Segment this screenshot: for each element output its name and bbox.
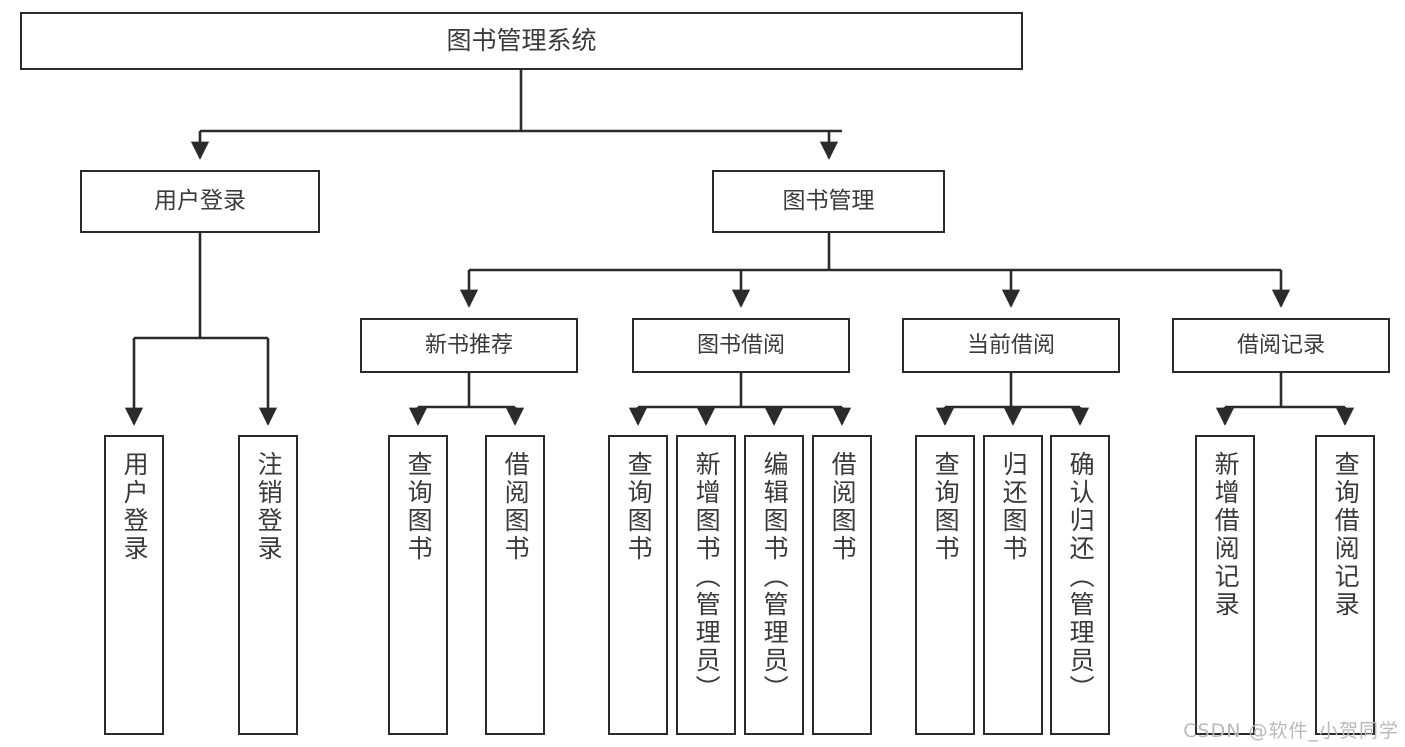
node-label: 图书借阅 (696, 332, 785, 358)
leaf-record-add-record[interactable]: 新增借阅记录 (1195, 435, 1255, 735)
leaf-borrow-edit-book-admin[interactable]: 编辑图书（管理员） (744, 435, 804, 735)
node-label: 编辑图书（管理员） (760, 451, 790, 703)
node-label: 借阅记录 (1236, 332, 1325, 358)
node-label: 新增借阅记录 (1211, 451, 1241, 619)
leaf-borrow-query-book[interactable]: 查询图书 (608, 435, 668, 735)
node-label: 归还图书 (999, 451, 1029, 563)
node-label: 新书推荐 (424, 332, 513, 358)
leaf-recommend-query-book[interactable]: 查询图书 (388, 435, 448, 735)
leaf-borrow-add-book-admin[interactable]: 新增图书（管理员） (676, 435, 736, 735)
watermark-text: CSDN @软件_小贺同学 (1183, 720, 1399, 742)
node-borrow-record[interactable]: 借阅记录 (1172, 318, 1390, 373)
leaf-current-query-book[interactable]: 查询图书 (915, 435, 975, 735)
leaf-borrow-borrow-book[interactable]: 借阅图书 (812, 435, 872, 735)
node-label: 图书管理 (782, 187, 875, 214)
leaf-record-query-record[interactable]: 查询借阅记录 (1315, 435, 1375, 735)
leaf-current-return-book[interactable]: 归还图书 (983, 435, 1043, 735)
node-label: 查询图书 (931, 451, 961, 563)
node-label: 用户登录 (120, 451, 150, 563)
node-label: 查询借阅记录 (1331, 451, 1361, 619)
node-book-management[interactable]: 图书管理 (712, 170, 945, 233)
leaf-current-confirm-return-admin[interactable]: 确认归还（管理员） (1050, 435, 1110, 735)
leaf-user-login-login[interactable]: 用户登录 (104, 435, 164, 735)
node-label: 查询图书 (624, 451, 654, 563)
leaf-recommend-borrow-book[interactable]: 借阅图书 (485, 435, 545, 735)
node-label: 借阅图书 (501, 451, 531, 563)
node-book-borrow[interactable]: 图书借阅 (632, 318, 850, 373)
node-label: 当前借阅 (966, 332, 1055, 358)
node-label: 用户登录 (154, 187, 246, 214)
node-label: 查询图书 (404, 451, 434, 563)
node-label: 确认归还（管理员） (1066, 451, 1096, 703)
node-label: 注销登录 (254, 451, 284, 563)
node-current-borrow[interactable]: 当前借阅 (902, 318, 1120, 373)
node-label: 图书管理系统 (446, 26, 597, 56)
node-new-book-recommend[interactable]: 新书推荐 (360, 318, 578, 373)
node-label: 借阅图书 (828, 451, 858, 563)
node-user-login[interactable]: 用户登录 (80, 170, 320, 233)
leaf-user-login-logout[interactable]: 注销登录 (238, 435, 298, 735)
node-root-system[interactable]: 图书管理系统 (20, 12, 1023, 70)
node-label: 新增图书（管理员） (692, 451, 722, 703)
